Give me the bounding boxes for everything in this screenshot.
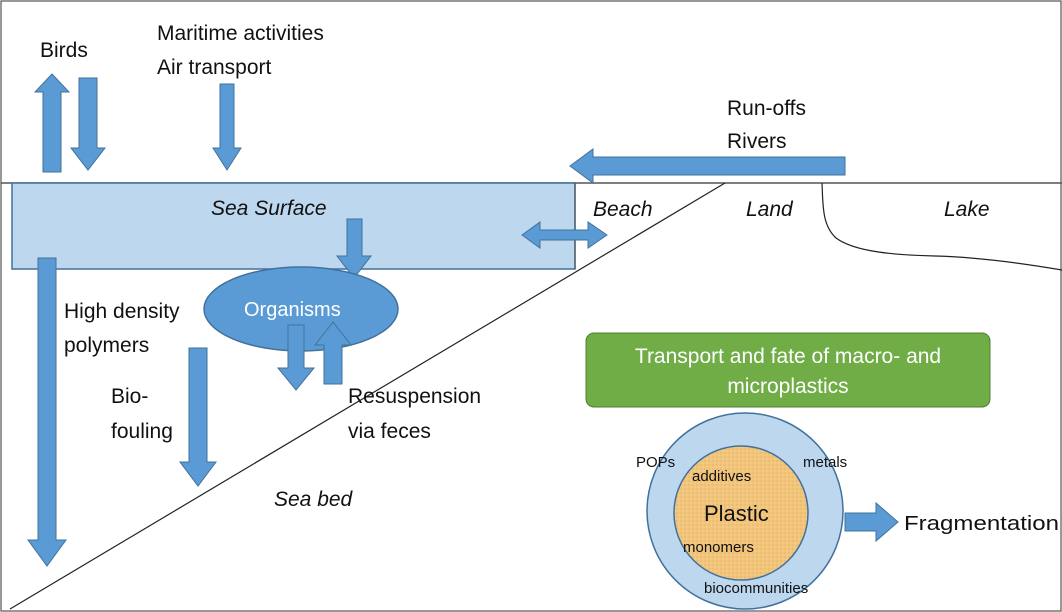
plastic-label: Plastic <box>704 501 769 526</box>
sea-surface-label: Sea Surface <box>211 197 327 220</box>
title-line2: microplastics <box>727 375 848 398</box>
maritime-label-line2: Air transport <box>157 56 272 79</box>
sea-bed-label: Sea bed <box>274 488 354 511</box>
biocommunities-label: biocommunities <box>704 580 808 597</box>
lake-label: Lake <box>944 198 990 221</box>
high-density-label-line2: polymers <box>64 334 149 357</box>
organisms-down-arrow <box>276 324 316 391</box>
fragmentation-label: Fragmentation <box>904 513 1059 535</box>
pops-label: POPs <box>636 454 675 471</box>
resuspension-label-line1: Resuspension <box>348 385 481 408</box>
title-box <box>585 332 991 408</box>
resuspension-label-line2: via feces <box>348 420 431 443</box>
fragmentation-arrow <box>844 501 899 543</box>
beach-exchange-arrow <box>521 221 608 249</box>
runoffs-left-arrow <box>569 148 846 184</box>
organisms-label: Organisms <box>244 299 341 321</box>
high-density-arrow <box>27 257 67 567</box>
land-label: Land <box>746 198 794 221</box>
lake-outline <box>821 182 1062 271</box>
birds-label: Birds <box>40 39 88 62</box>
maritime-label-line1: Maritime activities <box>157 22 324 45</box>
surface-to-organisms-arrow <box>335 218 373 279</box>
sea-surface-box <box>11 182 576 270</box>
resuspension-up-arrow <box>313 321 353 385</box>
sea-bed-slope <box>9 182 726 610</box>
biofouling-label-line2: fouling <box>111 420 173 443</box>
birds-up-arrow <box>33 73 71 173</box>
high-density-label-line1: High density <box>64 300 180 323</box>
title-line1: Transport and fate of macro- and <box>635 345 941 368</box>
monomers-label: monomers <box>683 539 754 556</box>
runoffs-label-line2: Rivers <box>727 130 787 153</box>
runoffs-label-line1: Run-offs <box>727 97 806 120</box>
birds-down-arrow <box>69 77 107 171</box>
biofouling-label-line1: Bio- <box>111 385 148 408</box>
biofouling-arrow <box>179 347 217 487</box>
beach-label: Beach <box>593 198 653 221</box>
metals-label: metals <box>803 454 847 471</box>
additives-label: additives <box>692 468 751 485</box>
maritime-down-arrow <box>212 83 242 171</box>
plastic-core <box>673 445 809 581</box>
